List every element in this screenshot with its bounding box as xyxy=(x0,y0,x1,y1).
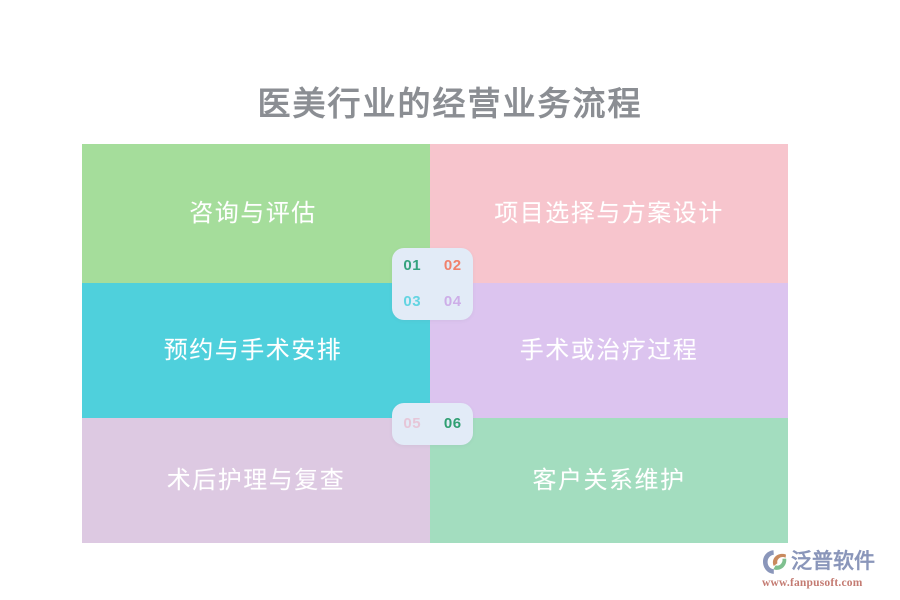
page-title: 医美行业的经营业务流程 xyxy=(257,85,643,122)
fanpu-leaf-logo-icon xyxy=(762,549,788,575)
process-flow-grid: 咨询与评估 项目选择与方案设计 预约与手术安排 手术或治疗过程 术后护理与复查 … xyxy=(82,144,788,543)
brand-logo: 泛普软件 www.fanpusoft.com xyxy=(762,548,892,592)
flow-cell-label: 预约与手术安排 xyxy=(163,336,343,364)
number-key-badge-top: 01 02 03 04 xyxy=(392,248,473,320)
flow-cell-label: 客户关系维护 xyxy=(532,466,686,494)
flow-cell-01[interactable]: 咨询与评估 xyxy=(82,144,430,283)
brand-url: www.fanpusoft.com xyxy=(762,577,863,589)
number-05: 05 xyxy=(403,415,422,432)
flow-cell-label: 手术或治疗过程 xyxy=(519,336,699,364)
flow-cell-03[interactable]: 预约与手术安排 xyxy=(82,283,430,418)
flow-cell-02[interactable]: 项目选择与方案设计 xyxy=(430,144,788,283)
number-04: 04 xyxy=(443,293,462,310)
flow-cell-label: 咨询与评估 xyxy=(189,199,317,227)
flow-cell-04[interactable]: 手术或治疗过程 xyxy=(430,283,788,418)
number-03: 03 xyxy=(403,293,422,310)
flow-cell-label: 术后护理与复查 xyxy=(166,466,346,494)
number-01: 01 xyxy=(403,257,422,274)
number-key-badge-bottom: 05 06 xyxy=(392,403,473,445)
number-02: 02 xyxy=(443,257,462,274)
brand-name: 泛普软件 xyxy=(791,549,875,573)
brand-logo-row: 泛普软件 xyxy=(762,548,892,575)
flow-cell-05[interactable]: 术后护理与复查 xyxy=(82,418,430,543)
flow-cell-06[interactable]: 客户关系维护 xyxy=(430,418,788,543)
flow-cell-label: 项目选择与方案设计 xyxy=(494,199,724,227)
number-06: 06 xyxy=(443,415,462,432)
